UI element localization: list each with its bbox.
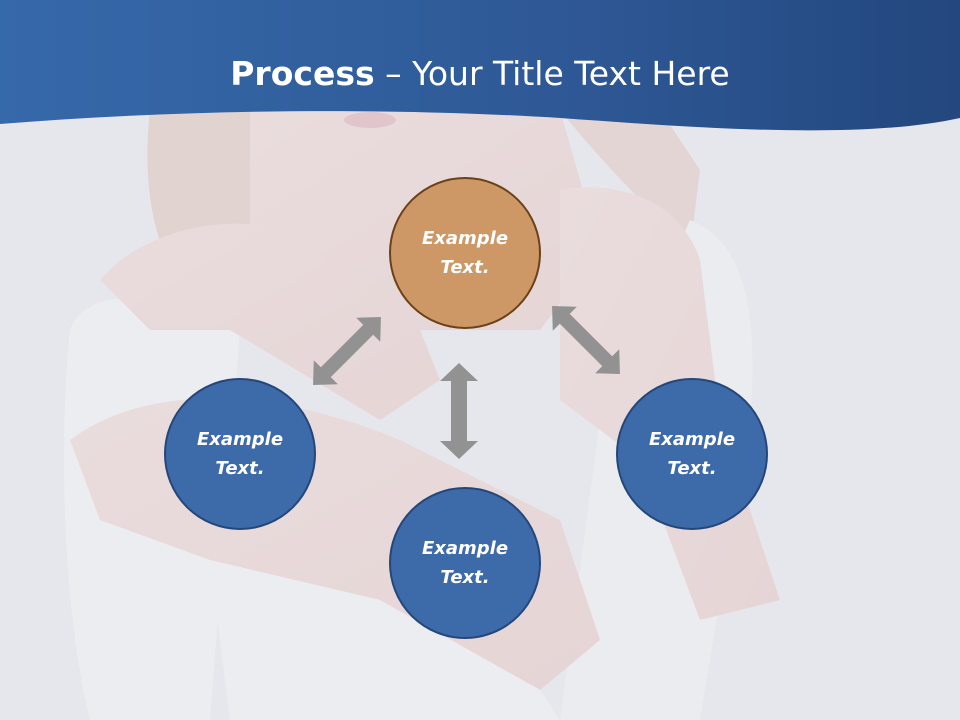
arrow-top-right bbox=[552, 306, 620, 374]
title-bold-part: Process bbox=[230, 54, 375, 93]
process-node-top[interactable]: Example Text. bbox=[389, 177, 541, 329]
node-label: Example Text. bbox=[421, 228, 509, 278]
arrow-vertical bbox=[440, 363, 478, 459]
process-node-right[interactable]: Example Text. bbox=[616, 378, 768, 530]
title-rest-part: – Your Title Text Here bbox=[374, 54, 730, 93]
arrow-top-left bbox=[313, 317, 381, 385]
process-node-left[interactable]: Example Text. bbox=[164, 378, 316, 530]
node-label: Example Text. bbox=[421, 538, 509, 588]
process-node-bottom[interactable]: Example Text. bbox=[389, 487, 541, 639]
node-label: Example Text. bbox=[648, 429, 736, 479]
page-title: Process – Your Title Text Here bbox=[0, 52, 960, 96]
node-label: Example Text. bbox=[196, 429, 284, 479]
